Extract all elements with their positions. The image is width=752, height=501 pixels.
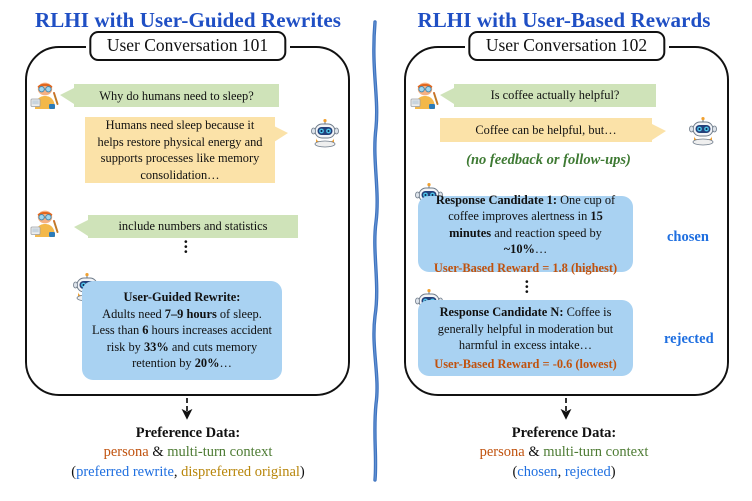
message-bubble-user-2: include numbers and statistics — [88, 215, 298, 238]
message-bubble-assistant-1: Humans need sleep because it helps resto… — [85, 117, 275, 183]
left-ellipsis-vertical: ··· — [183, 232, 189, 261]
left-conversation-tab: User Conversation 101 — [88, 31, 287, 62]
left-panel-title: RLHI with User-Guided Rewrites — [34, 8, 342, 32]
right-preference-line-1: persona & multi-turn context — [479, 444, 649, 461]
verdict-chosen: chosen — [667, 229, 709, 245]
right-preference-data: Preference Data: persona & multi-turn co… — [376, 424, 752, 482]
robot-avatar-icon — [308, 118, 342, 148]
user-bubble-tail-right — [440, 88, 454, 104]
left-preference-line-1: persona & multi-turn context — [103, 444, 273, 461]
candidate-1-reward: User-Based Reward = 1.8 (highest) — [433, 260, 618, 275]
right-ellipsis-vertical: ··· — [524, 272, 530, 301]
right-panel-title: RLHI with User-Based Rewards — [417, 8, 711, 32]
assistant-bubble-tail — [274, 126, 288, 142]
response-candidate-1-bubble: Response Candidate 1: One cup of coffee … — [418, 193, 633, 275]
left-preference-line-2: (preferred rewrite, dispreferred origina… — [71, 463, 305, 480]
message-bubble-user-1: Why do humans need to sleep? — [74, 84, 279, 107]
user-avatar-icon-2 — [28, 208, 62, 238]
candidate-1-text: Response Candidate 1: One cup of coffee … — [435, 192, 616, 257]
rewrite-body: Adults need 7–9 hours of sleep. Less tha… — [92, 306, 272, 371]
response-candidate-n-bubble: Response Candidate N: Coffee is generall… — [418, 300, 633, 376]
verdict-rejected: rejected — [664, 331, 714, 347]
rewrite-label: User-Guided Rewrite: — [123, 290, 241, 305]
user-avatar-icon — [28, 80, 62, 110]
user-guided-rewrite-bubble: User-Guided Rewrite: Adults need 7–9 hou… — [82, 281, 282, 380]
assistant-bubble-tail-right — [652, 124, 666, 140]
user-bubble-tail — [60, 88, 74, 104]
panel-user-guided-rewrites: RLHI with User-Guided Rewrites User Conv… — [0, 8, 376, 482]
user-bubble-tail-2 — [74, 220, 88, 236]
panel-user-based-rewards: RLHI with User-Based Rewards User Conver… — [376, 0, 752, 501]
no-feedback-note: (no feedback or follow-ups) — [466, 152, 631, 168]
left-preference-data: Preference Data: persona & multi-turn co… — [0, 424, 376, 482]
right-preference-header: Preference Data: — [511, 425, 617, 441]
candidate-n-reward: User-Based Reward = -0.6 (lowest) — [434, 356, 617, 371]
right-preference-line-2: (chosen, rejected) — [512, 463, 616, 480]
robot-avatar-icon-right — [686, 116, 720, 146]
candidate-n-text: Response Candidate N: Coffee is generall… — [437, 305, 614, 352]
user-avatar-icon-right — [408, 80, 442, 110]
message-bubble-user-right: Is coffee actually helpful? — [454, 84, 656, 107]
left-preference-header: Preference Data: — [135, 425, 241, 441]
right-conversation-tab: User Conversation 102 — [467, 31, 666, 62]
message-bubble-assistant-right: Coffee can be helpful, but… — [440, 118, 652, 142]
